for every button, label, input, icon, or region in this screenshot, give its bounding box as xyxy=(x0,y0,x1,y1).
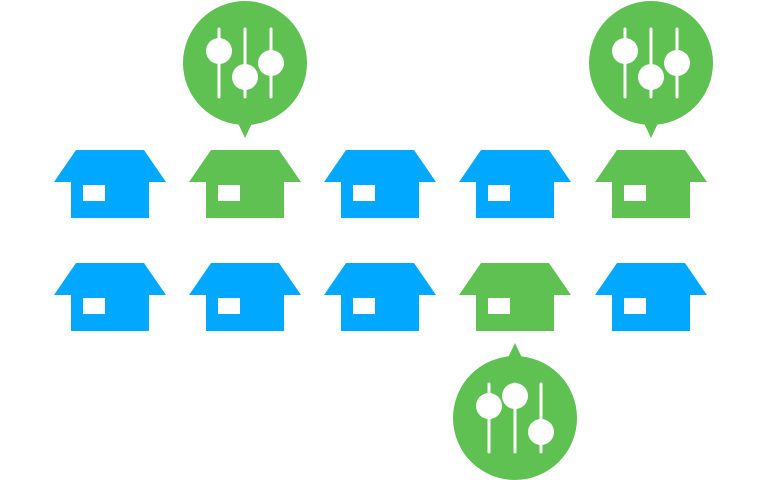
callouts-layer xyxy=(183,1,713,480)
house-icon xyxy=(595,150,707,218)
equalizer-knob xyxy=(476,393,502,419)
equalizer-icon xyxy=(206,27,284,99)
equalizer-knob xyxy=(528,419,554,445)
house-icon xyxy=(459,263,571,331)
house-r2-c3 xyxy=(324,263,436,331)
house-r1-c4 xyxy=(459,150,571,218)
equalizer-knob xyxy=(206,38,232,64)
house-window xyxy=(218,185,240,201)
house-window xyxy=(488,298,510,314)
house-window xyxy=(83,185,105,201)
house-window xyxy=(218,298,240,314)
house-icon xyxy=(54,150,166,218)
callout-bubble-r1-c5 xyxy=(589,1,713,138)
house-icon xyxy=(189,150,301,218)
house-icon xyxy=(189,263,301,331)
equalizer-icon xyxy=(476,382,554,454)
equalizer-icon xyxy=(612,27,690,99)
house-window xyxy=(83,298,105,314)
house-icon xyxy=(324,263,436,331)
equalizer-knob xyxy=(232,64,258,90)
house-r2-c1 xyxy=(54,263,166,331)
house-window xyxy=(624,185,646,201)
house-r2-c5 xyxy=(595,263,707,331)
equalizer-knob xyxy=(638,64,664,90)
house-icon xyxy=(54,263,166,331)
equalizer-knob xyxy=(664,50,690,76)
house-window xyxy=(353,185,375,201)
house-r1-c5 xyxy=(595,150,707,218)
house-r2-c2 xyxy=(189,263,301,331)
callout-bubble-r2-c4 xyxy=(453,343,577,480)
house-icon xyxy=(324,150,436,218)
houses-layer xyxy=(54,150,707,331)
house-window xyxy=(624,298,646,314)
house-window xyxy=(488,185,510,201)
callout-bubble-r1-c2 xyxy=(183,1,307,138)
house-window xyxy=(353,298,375,314)
equalizer-knob xyxy=(258,50,284,76)
house-r1-c2 xyxy=(189,150,301,218)
house-icon xyxy=(595,263,707,331)
house-icon xyxy=(459,150,571,218)
house-r1-c3 xyxy=(324,150,436,218)
house-r2-c4 xyxy=(459,263,571,331)
equalizer-knob xyxy=(612,38,638,64)
house-r1-c1 xyxy=(54,150,166,218)
equalizer-knob xyxy=(502,383,528,409)
